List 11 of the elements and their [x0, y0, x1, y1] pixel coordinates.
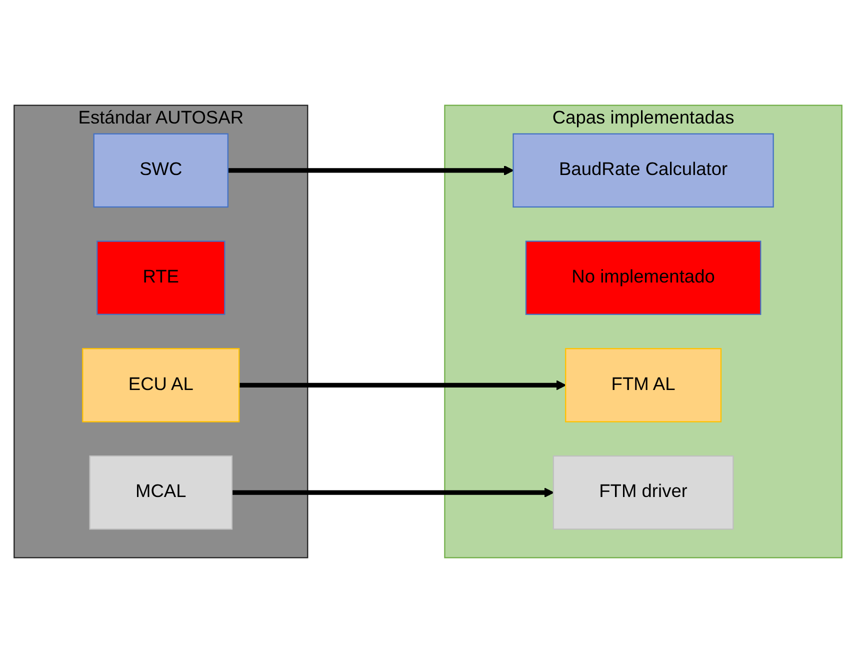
- node-box: FTM driver: [552, 455, 734, 530]
- arrow: [232, 488, 554, 498]
- node-box: ECU AL: [82, 348, 240, 422]
- node-box: MCAL: [89, 455, 233, 530]
- node-box: RTE: [96, 240, 226, 315]
- node-box: FTM AL: [565, 348, 722, 422]
- node-box: No implementado: [525, 240, 762, 315]
- arrow: [228, 165, 514, 176]
- node-box: BaudRate Calculator: [512, 133, 774, 208]
- arrow: [239, 380, 566, 390]
- node-box: SWC: [93, 133, 228, 208]
